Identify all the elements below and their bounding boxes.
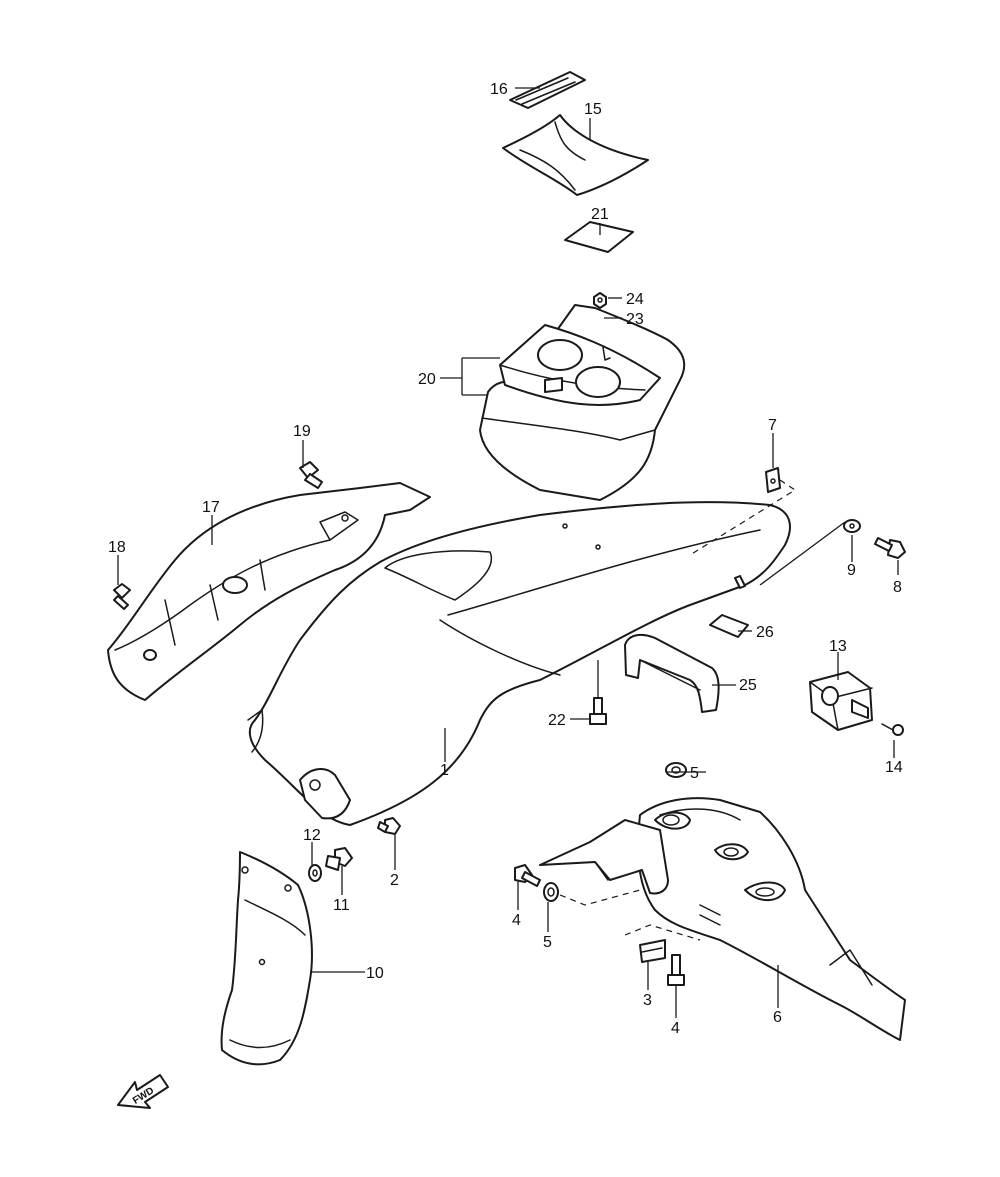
callout-7: 7 [768,417,777,434]
callout-19: 19 [293,423,311,440]
part-2-bolt[interactable] [377,817,401,835]
callout-11: 11 [333,897,350,914]
callout-26: 26 [756,624,774,641]
part-4-bolt-upper[interactable] [514,864,541,887]
part-9-washer[interactable] [843,519,861,533]
part-12-washer[interactable] [308,864,322,882]
part-25-handle[interactable] [624,633,720,713]
callout-21: 21 [591,206,609,223]
part-20-battery-case[interactable] [479,304,686,501]
part-4-bolt-lower[interactable] [667,954,685,986]
part-5-nut-lower[interactable] [543,882,559,902]
callout-9: 9 [847,562,856,579]
callout-1: 1 [440,762,449,779]
callout-10: 10 [366,965,384,982]
callout-24: 24 [626,291,644,308]
part-15-cover[interactable] [502,114,649,196]
part-7-clip[interactable] [765,467,781,493]
callout-5-lower: 5 [543,934,552,951]
callout-14: 14 [885,759,903,776]
part-24-nut[interactable] [593,292,607,309]
part-13-light[interactable] [809,671,873,731]
part-18-bolt[interactable] [113,583,131,610]
part-3-clip[interactable] [639,939,666,963]
callout-12: 12 [303,827,321,844]
leader-lines [117,87,899,1018]
part-6-dashed-guide [559,889,641,906]
part-6-lower-fender[interactable] [539,797,906,1041]
callout-numbers: 16 15 21 24 23 20 7 19 17 18 9 8 26 13 2… [108,81,903,1037]
part-8-bolt[interactable] [874,537,906,559]
callout-8: 8 [893,579,902,596]
callout-16: 16 [490,81,508,98]
callout-20: 20 [418,371,436,388]
callout-22: 22 [548,712,566,729]
part-19-bolt[interactable] [299,461,323,489]
callout-2: 2 [390,872,399,889]
part-10-mudguard[interactable] [220,851,313,1066]
callout-15: 15 [584,101,602,118]
part-26-pad[interactable] [709,614,749,638]
fwd-arrow-icon: FWD [117,1074,169,1109]
part-14-screw[interactable] [881,723,904,736]
callout-23: 23 [626,311,644,328]
part-16-strap[interactable] [509,71,586,109]
part-5-nut-upper[interactable] [665,762,687,778]
part-11-bolt[interactable] [325,847,353,871]
callout-13: 13 [829,638,847,655]
part-6-dashed-guide-lower [624,924,701,941]
part-17-side-cover[interactable] [107,482,431,701]
callout-5-upper: 5 [690,765,699,782]
part-22-bolt[interactable] [589,697,607,725]
callout-18: 18 [108,539,126,556]
part-9-connector [759,521,846,586]
callout-6: 6 [773,1009,782,1026]
part-7-dashed-leader [689,479,797,556]
callout-17: 17 [202,499,220,516]
callout-3: 3 [643,992,652,1009]
callout-4-lower: 4 [671,1020,680,1037]
callout-25: 25 [739,677,757,694]
part-21-pad[interactable] [564,221,634,253]
callout-4-upper: 4 [512,912,521,929]
